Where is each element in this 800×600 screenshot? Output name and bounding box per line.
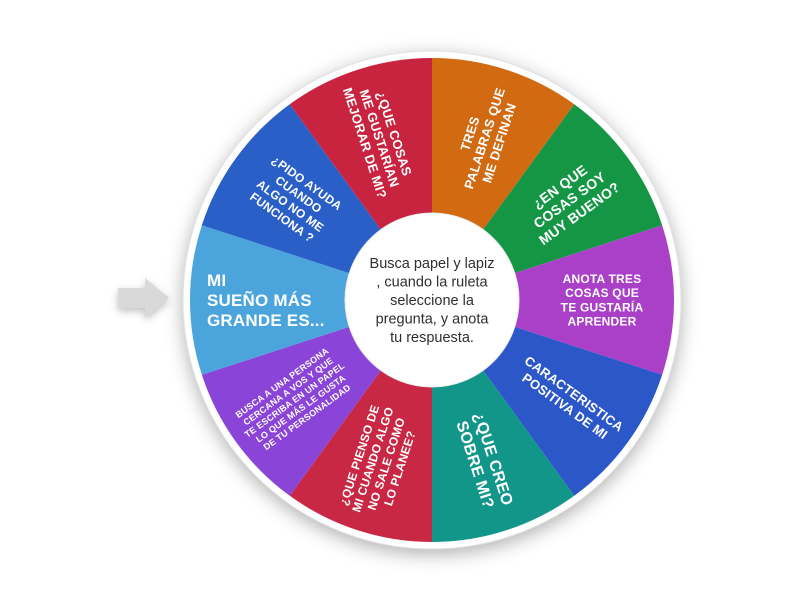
wheel-center-circle — [344, 212, 520, 388]
wheel-segment-8[interactable] — [190, 225, 432, 375]
wheel-segment-3[interactable] — [432, 225, 675, 375]
spinner-wheel[interactable]: TRESPALABRAS QUEME DEFINAN¿EN QUECOSAS S… — [182, 50, 682, 550]
wheel-pointer-arrow — [118, 278, 169, 318]
